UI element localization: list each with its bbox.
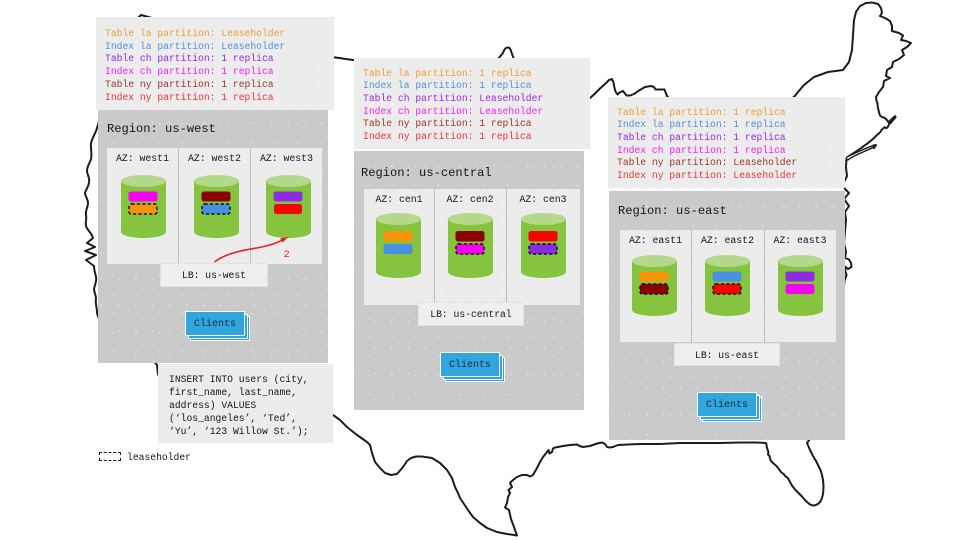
- svg-text:2: 2: [284, 249, 290, 261]
